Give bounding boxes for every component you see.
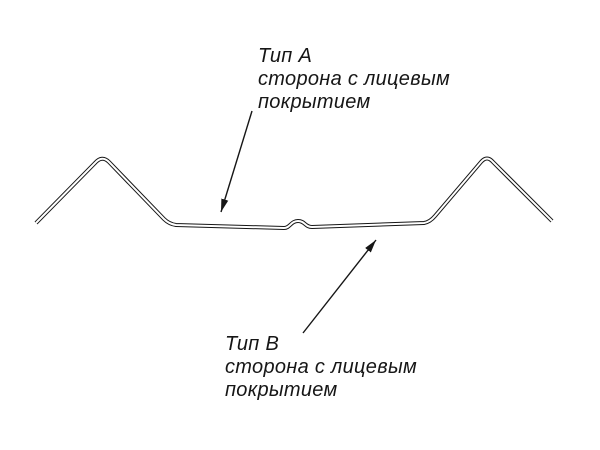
type-b-title: Тип В xyxy=(225,333,279,355)
type-b-label-line2: покрытием xyxy=(225,379,338,401)
type-b-callout: Тип В сторона с лицевым покрытием xyxy=(225,239,417,401)
type-b-leader-line xyxy=(302,239,377,334)
type-a-title: Тип А xyxy=(258,45,312,67)
type-a-label-line1: сторона с лицевым xyxy=(258,68,450,90)
type-a-callout: Тип А сторона с лицевым покрытием xyxy=(220,45,450,213)
type-a-leader-line xyxy=(220,110,253,213)
profile-outline xyxy=(34,156,554,230)
type-b-label-line1: сторона с лицевым xyxy=(225,356,417,378)
profile-outline-inner xyxy=(35,157,553,229)
type-a-label-line2: покрытием xyxy=(258,91,371,113)
